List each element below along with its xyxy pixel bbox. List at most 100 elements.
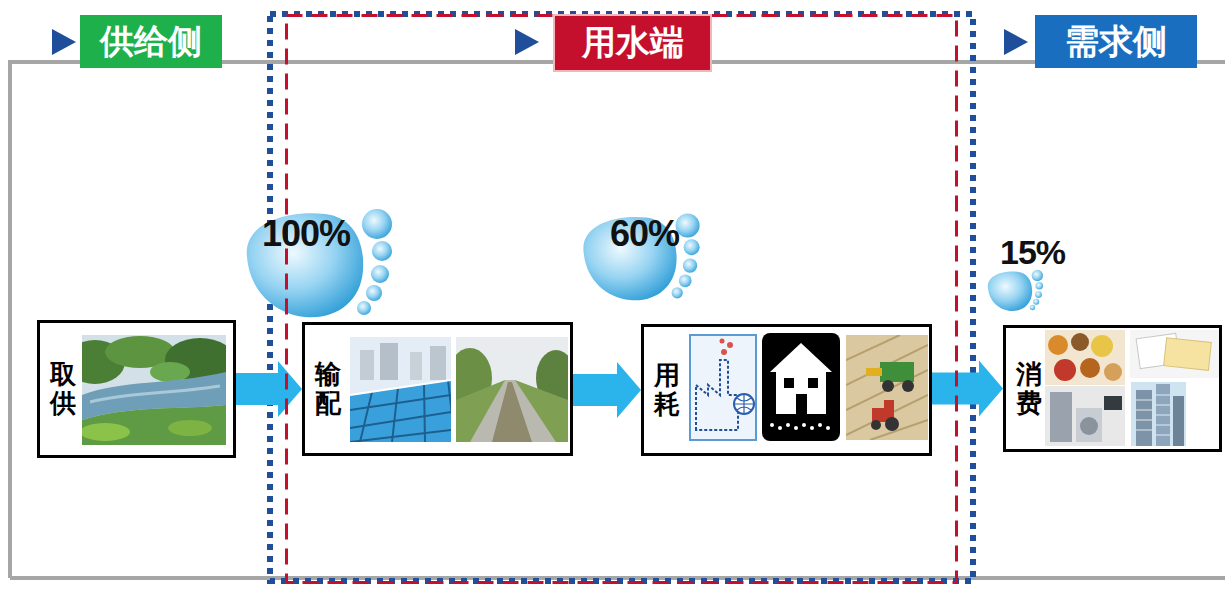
consumer-goods bbox=[1156, 395, 1170, 396]
stage-title: 需求侧 bbox=[1065, 23, 1167, 60]
farm-icon bbox=[884, 400, 894, 409]
process-box: 取供 bbox=[37, 320, 236, 458]
consumer-goods bbox=[1156, 405, 1170, 406]
farm-icon bbox=[866, 368, 882, 376]
canal-photo bbox=[492, 382, 532, 442]
label-anchor: 60% bbox=[610, 216, 679, 252]
stage-header: 供给侧 bbox=[80, 15, 222, 68]
house-icon bbox=[762, 333, 840, 441]
farm-icon bbox=[846, 395, 928, 435]
percentage-label: 60% bbox=[610, 216, 679, 252]
consumer-goods bbox=[1156, 435, 1170, 436]
aqueduct-photo bbox=[410, 352, 422, 380]
river-photo bbox=[82, 423, 130, 441]
factory-icon bbox=[690, 335, 756, 440]
consumer-goods bbox=[1136, 390, 1152, 446]
aqueduct-photo bbox=[424, 384, 425, 442]
consumer-goods bbox=[1136, 430, 1152, 431]
consumer-goods bbox=[1173, 396, 1184, 446]
aqueduct-photo bbox=[430, 346, 446, 380]
house-icon bbox=[802, 423, 806, 427]
house-icon bbox=[776, 370, 826, 414]
aqueduct-photo bbox=[350, 395, 451, 410]
house-icon bbox=[770, 423, 774, 427]
factory-icon bbox=[727, 342, 733, 348]
factory-icon bbox=[696, 360, 738, 430]
flow-arrow bbox=[932, 361, 1003, 417]
consumer-goods bbox=[1104, 363, 1122, 381]
consumer-goods bbox=[1048, 335, 1068, 355]
stage-triangle bbox=[1004, 29, 1028, 55]
factory-icon bbox=[720, 339, 725, 344]
process-box: 消费 bbox=[1003, 325, 1222, 452]
consumer-goods bbox=[1136, 400, 1152, 401]
stage-label: 输配 bbox=[315, 360, 341, 417]
house-icon bbox=[762, 333, 840, 441]
consumer-goods bbox=[1080, 417, 1098, 435]
farm-icon bbox=[846, 335, 928, 440]
aqueduct-photo bbox=[350, 337, 451, 442]
farm-icon bbox=[880, 362, 914, 382]
consumer-goods bbox=[1156, 384, 1170, 446]
percentage-label: 100% bbox=[262, 216, 350, 252]
house-icon bbox=[818, 423, 822, 427]
consumer-goods bbox=[1164, 338, 1212, 371]
stage-title: 供给侧 bbox=[100, 23, 202, 60]
region-outline-rect bbox=[287, 16, 957, 583]
house-icon bbox=[794, 426, 798, 430]
frame-line bbox=[10, 62, 1225, 578]
water-footprint bbox=[583, 214, 699, 301]
house-icon bbox=[770, 423, 830, 430]
consumer-goods bbox=[1104, 396, 1122, 410]
consumer-goods bbox=[1156, 415, 1170, 416]
consumer-goods bbox=[1080, 358, 1100, 378]
house-icon bbox=[810, 426, 814, 430]
region-heading: 用水端 bbox=[553, 14, 712, 72]
consumer-goods bbox=[1131, 382, 1186, 446]
river-photo bbox=[150, 362, 190, 382]
farm-icon bbox=[882, 380, 894, 392]
stage-label: 用耗 bbox=[654, 361, 680, 418]
aqueduct-photo bbox=[448, 380, 451, 442]
consumer-goods bbox=[1136, 395, 1170, 435]
consumer-goods bbox=[1136, 410, 1152, 411]
consumer-goods bbox=[1045, 330, 1125, 385]
farm-icon bbox=[902, 380, 914, 392]
process-box: 用耗 bbox=[641, 324, 932, 456]
canal-photo bbox=[456, 380, 568, 442]
aqueduct-photo bbox=[350, 380, 451, 442]
label-anchor: 15% bbox=[1000, 235, 1065, 269]
aqueduct-photo bbox=[360, 350, 374, 380]
consumer-goods bbox=[1045, 386, 1125, 446]
house-icon bbox=[796, 394, 807, 414]
consumer-goods bbox=[1076, 408, 1102, 442]
stage-region: 用水端输配 用耗 bbox=[285, 14, 958, 584]
frame-line bbox=[10, 62, 1225, 578]
consumer-goods bbox=[1156, 425, 1170, 426]
canal-photo bbox=[456, 337, 568, 442]
aqueduct-photo bbox=[380, 343, 398, 380]
percentage-label: 15% bbox=[1000, 235, 1065, 269]
water-footprint bbox=[988, 270, 1043, 311]
consumer-goods bbox=[1130, 330, 1220, 378]
stage-header: 需求侧 bbox=[1035, 15, 1197, 68]
process-box: 输配 bbox=[302, 322, 573, 456]
house-icon bbox=[784, 378, 794, 388]
house-icon bbox=[770, 343, 832, 372]
canal-photo bbox=[470, 380, 556, 442]
consumer-goods bbox=[1071, 333, 1089, 351]
flow-arrow bbox=[573, 362, 641, 418]
factory-icon bbox=[734, 394, 754, 414]
flow-arrow bbox=[236, 361, 302, 417]
farm-icon bbox=[846, 345, 928, 385]
factory-icon bbox=[690, 335, 756, 440]
farm-icon bbox=[846, 335, 928, 440]
stage-triangle bbox=[515, 29, 539, 55]
water-footprint bbox=[247, 209, 1043, 317]
aqueduct-photo bbox=[350, 337, 451, 442]
farm-icon bbox=[871, 420, 881, 430]
